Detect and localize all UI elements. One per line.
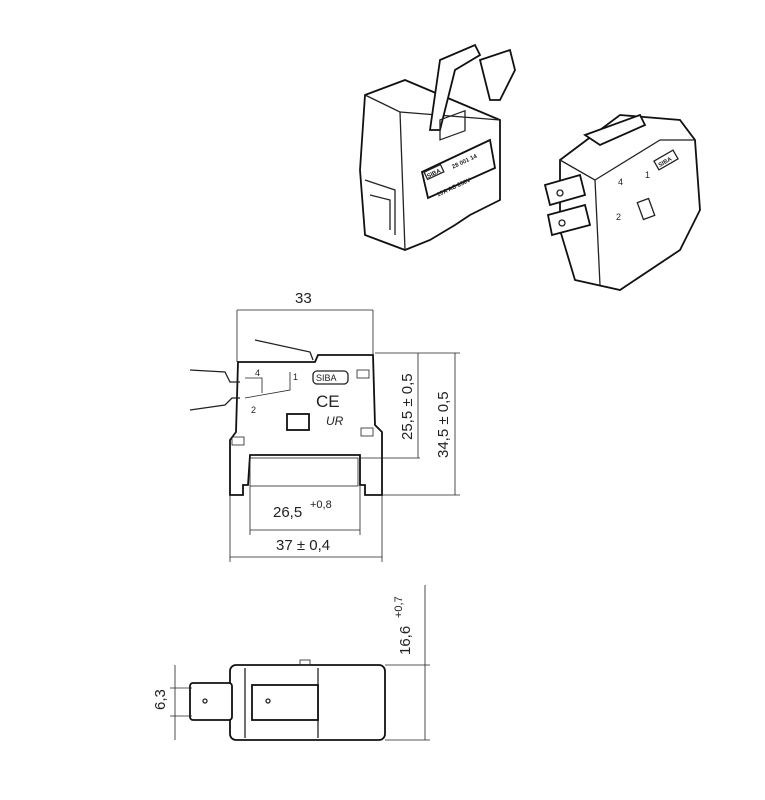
dim-thickness-tol: +0,7 — [393, 596, 405, 618]
terminal-4-label: 4 — [255, 368, 260, 378]
iso-brand-label: SIBA — [426, 168, 442, 180]
siba-logo-box — [312, 370, 349, 385]
window — [286, 413, 310, 431]
ur-mark: UR — [326, 414, 344, 428]
terminal-1-label: 1 — [293, 372, 298, 382]
dim-terminal-width: 6,3 — [152, 689, 169, 710]
terminal-2-label: 2 — [251, 405, 256, 415]
dim-height-inner: 25,5 ± 0,5 — [399, 373, 416, 440]
dim-height-total: 34,5 ± 0,5 — [435, 391, 452, 458]
front-dimensions: 33 25,5 ± 0,5 34,5 ± 0,5 26,5 +0,8 37 ± … — [229, 290, 460, 562]
iso-view-left: SIBA 28 001 14 10A AC 250V — [359, 43, 516, 251]
dim-slot-width-tol: +0,8 — [310, 499, 332, 511]
side-view — [189, 659, 386, 741]
dim-width-total: 37 ± 0,4 — [276, 537, 330, 554]
iso-terminal-4: 4 — [618, 177, 623, 187]
iso-terminal-1: 1 — [645, 170, 650, 180]
dim-width-top: 33 — [295, 290, 312, 307]
dim-thickness: 16,6 — [397, 626, 414, 655]
iso-view-right: SIBA 4 1 2 — [543, 113, 701, 291]
iso-terminal-2: 2 — [616, 212, 621, 222]
dim-slot-width: 26,5 — [273, 504, 302, 521]
front-brand-label: SIBA — [316, 373, 337, 383]
side-dimensions: 6,3 16,6 +0,7 — [152, 585, 430, 741]
front-view: 4 1 2 SIBA CE UR — [189, 339, 383, 496]
ce-mark: CE — [316, 392, 340, 411]
